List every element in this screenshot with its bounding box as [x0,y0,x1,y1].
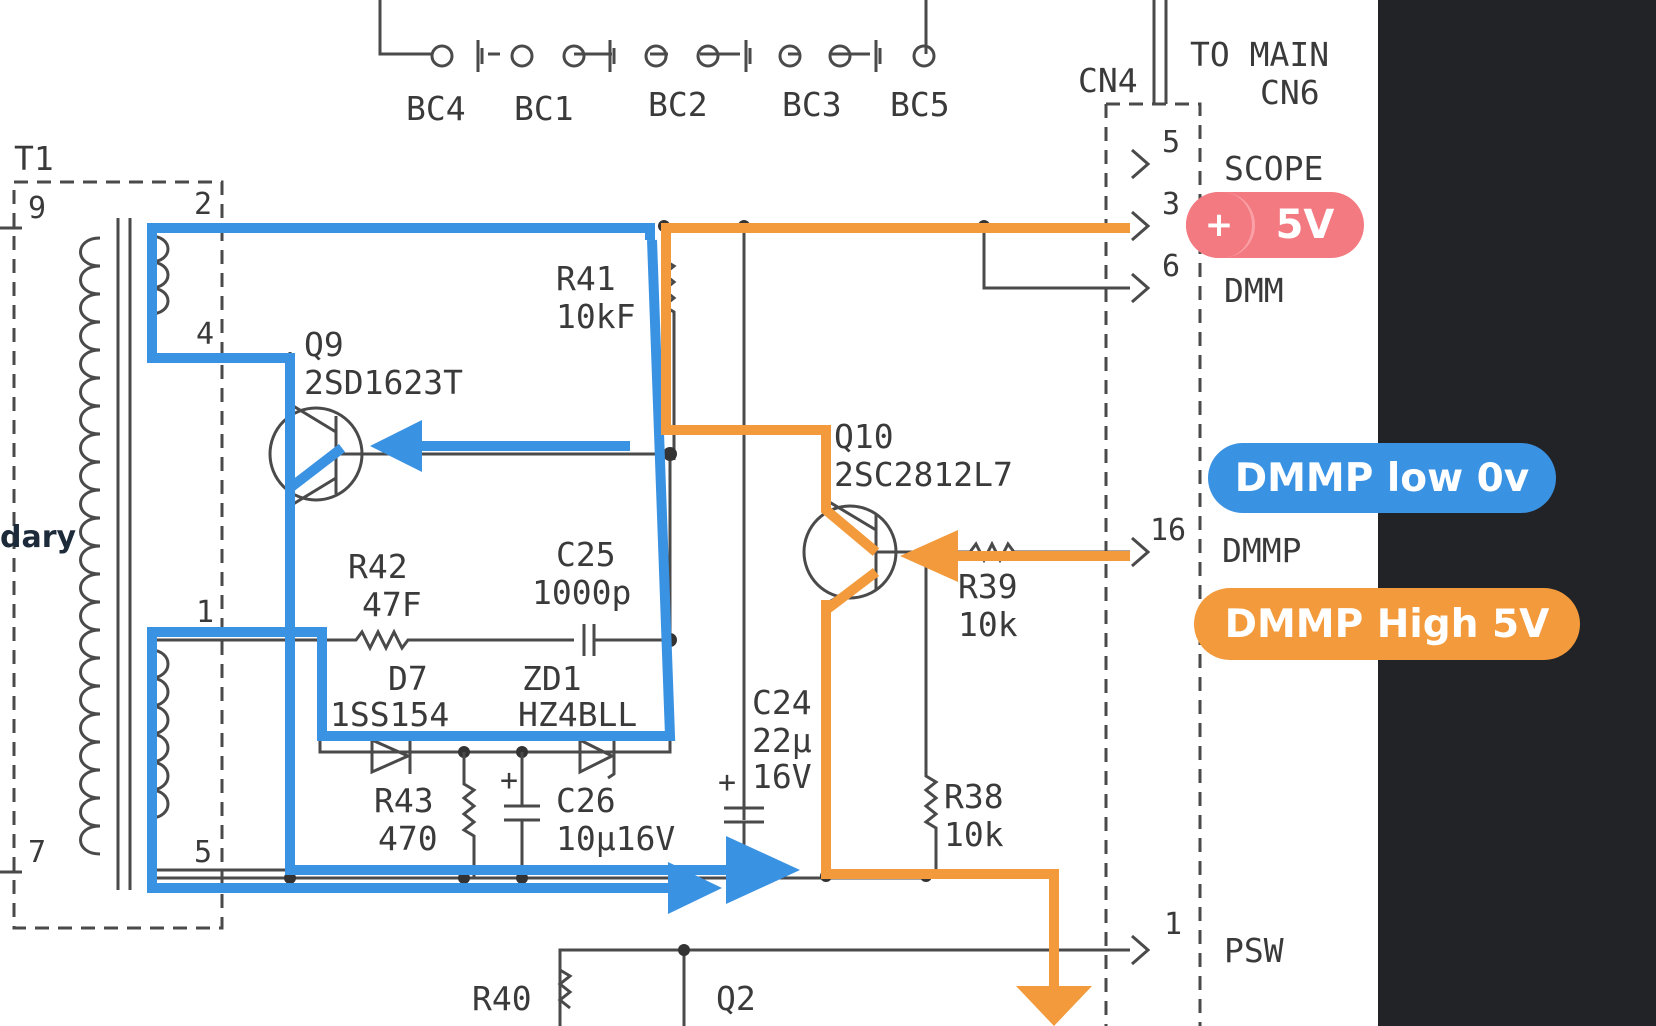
c25-value: 1000p [532,573,631,612]
cn4-pin-16-name: DMMP [1222,531,1301,570]
q9-part: 2SD1623T [304,363,463,402]
c26-value: 10μ16V [556,819,675,858]
resistor-r38: R38 10k [923,552,1004,876]
cn4-pin-1-num: 1 [1164,907,1182,942]
c26-polarity: + [500,763,518,798]
transformer-t1: T1 9 2 4 1 7 5 [0,139,300,930]
cn4-pin-16-num: 16 [1150,513,1186,548]
r40-ref: R40 [472,979,532,1018]
zener-zd1: ZD1 HZ4BLL [518,659,637,780]
d7-value: 1SS154 [330,695,449,734]
cn4-pin-1-name: PSW [1224,931,1284,970]
r39-ref: R39 [958,567,1018,606]
r38-ref: R38 [944,777,1004,816]
resistor-r42: R42 47F [150,547,670,656]
r42-value: 47F [362,585,422,624]
c24-value-2: 16V [752,757,812,796]
c26-ref: C26 [556,781,616,820]
cn4-pin-6-num: 6 [1162,249,1180,284]
transformer-pin-7: 7 [28,835,46,870]
r43-ref: R43 [374,781,434,820]
transformer-pin-1: 1 [196,595,214,630]
c25-ref: C25 [556,535,616,574]
arrow-left-icon [370,420,422,472]
arrow-right-icon-2 [726,836,800,904]
battery-label-2: BC1 [514,89,574,128]
zd1-value: HZ4BLL [518,695,637,734]
supply-5v-badge: + 5V [1186,192,1364,258]
battery-label-4: BC3 [782,85,842,124]
transistor-q2: Q2 [716,979,756,1018]
transformer-pin-2: 2 [194,187,212,222]
cn4-pin-5-num: 5 [1162,125,1180,160]
c24-ref: C24 [752,683,812,722]
capacitor-c25: C25 1000p [532,535,631,612]
dark-side-panel [1378,0,1656,1026]
c24-value-1: 22μ [752,721,812,760]
resistor-r40: R40 [472,968,573,1018]
cn4-pin-3-num: 3 [1162,187,1180,222]
capacitor-c26: + C26 10μ16V [500,752,675,878]
resistor-r39: R39 10k [958,540,1130,644]
zd1-ref: ZD1 [522,659,582,698]
cn4-pin-5-name: SCOPE [1224,149,1323,188]
transformer-pin-5: 5 [194,835,212,870]
schematic-diagram: BC4 BC1 BC2 BC3 BC5 T1 9 2 4 1 7 5 Q9 2S… [0,0,1329,1026]
dmmp-low-badge: DMMP low 0v [1208,443,1556,513]
connector-dest-line-1: TO MAIN [1190,35,1329,74]
edge-text-fragment: dary [0,520,77,555]
battery-contact-row: BC4 BC1 BC2 BC3 BC5 [378,0,950,128]
connector-ref: CN4 [1078,61,1138,100]
dmmp-high-badge: DMMP High 5V [1194,588,1580,660]
r38-value: 10k [944,815,1004,854]
q10-ref: Q10 [834,417,894,456]
r43-value: 470 [378,819,438,858]
q10-part: 2SC2812L7 [834,455,1013,494]
q2-ref: Q2 [716,979,756,1018]
diode-d7: D7 1SS154 [330,659,449,775]
dmmp-high-current-path [661,223,1130,1026]
d7-ref: D7 [388,659,428,698]
r41-ref: R41 [556,259,616,298]
resistor-r43: R43 470 [374,752,477,878]
connector-cn4: CN4 TO MAIN CN6 5 SCOPE 3 6 DMM 16 DMMP … [1078,0,1329,1026]
arrow-down-icon [1016,986,1092,1026]
arrow-left-icon-orange [900,530,958,582]
transformer-pin-4: 4 [196,317,214,352]
r39-value: 10k [958,605,1018,644]
battery-label-5: BC5 [890,85,950,124]
transformer-ref: T1 [14,139,54,178]
battery-label-1: BC4 [406,89,466,128]
supply-voltage-label: 5V [1275,202,1335,248]
q9-ref: Q9 [304,325,344,364]
capacitor-c24: + C24 22μ 16V [718,683,812,878]
dmmp-low-current-path [147,223,800,914]
cn4-pin-6-name: DMM [1224,271,1284,310]
connector-dest-line-2: CN6 [1260,73,1320,112]
battery-label-3: BC2 [648,85,708,124]
c24-polarity: + [718,765,736,800]
r41-value: 10kF [556,297,635,336]
transformer-pin-9: 9 [28,191,46,226]
plus-icon: + [1186,192,1255,258]
resistor-r41: R41 10kF [556,226,677,460]
r42-ref: R42 [348,547,408,586]
arrow-right-icon [668,862,722,914]
